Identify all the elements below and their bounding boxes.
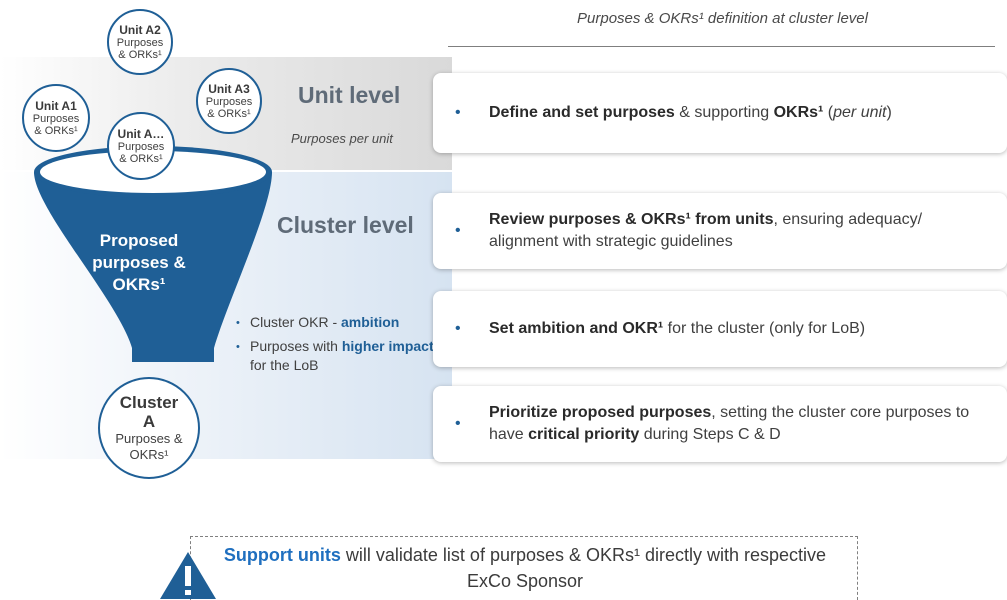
- funnel-line-3: OKRs¹: [112, 275, 166, 294]
- unit-name: Unit A…: [117, 127, 165, 141]
- unit-name: Unit A2: [119, 23, 161, 37]
- cluster-purposes: Purposes &: [115, 431, 183, 446]
- funnel-shape: [34, 146, 272, 362]
- bullet-text: Purposes with higher impact for the LoB: [250, 338, 434, 373]
- bullet-dot: •: [455, 104, 461, 121]
- funnel-label: Proposed purposes & OKRs¹: [70, 230, 208, 296]
- warning-icon: [160, 552, 216, 599]
- card-prioritize-purposes: • Prioritize proposed purposes, setting …: [433, 386, 1007, 462]
- cluster-bullets: • Cluster OKR - ambition • Purposes with…: [236, 313, 436, 379]
- bullet-dot: •: [455, 222, 461, 239]
- unit-level-title: Unit level: [298, 82, 401, 108]
- bullet-dot: •: [236, 317, 240, 329]
- unit-level-subtitle: Purposes per unit: [291, 131, 393, 146]
- bullet-dot: •: [455, 320, 461, 337]
- bullet-dot: •: [236, 341, 240, 353]
- header-divider: [448, 46, 995, 47]
- card-review-purposes: • Review purposes & OKRs¹ from units, en…: [433, 193, 1007, 269]
- unit-name: Unit A1: [35, 99, 77, 113]
- card-text: Prioritize proposed purposes, setting th…: [489, 404, 970, 443]
- unit-purposes: Purposes: [205, 96, 253, 108]
- unit-purposes: Purposes: [116, 37, 164, 49]
- card-text: Define and set purposes & supporting OKR…: [489, 104, 892, 121]
- callout-text: Support units will validate list of purp…: [223, 545, 827, 591]
- cluster-name: Cluster: [119, 393, 179, 412]
- cluster-okrs: OKRs¹: [129, 447, 169, 462]
- cluster-bullet: • Purposes with higher impact for the Lo…: [236, 337, 436, 375]
- unit-a2-circle: Unit A2 Purposes & ORKs¹: [107, 9, 173, 75]
- card-set-ambition: • Set ambition and OKR¹ for the cluster …: [433, 291, 1007, 367]
- cluster-a-circle: Cluster A Purposes & OKRs¹: [98, 377, 200, 479]
- header-title: Purposes & OKRs¹ definition at cluster l…: [577, 10, 868, 27]
- card-text: Set ambition and OKR¹ for the cluster (o…: [489, 320, 866, 337]
- card-define-purposes: • Define and set purposes & supporting O…: [433, 73, 1007, 153]
- bullet-dot: •: [455, 415, 461, 432]
- unit-purposes: Purposes: [117, 141, 165, 153]
- cluster-letter: A: [142, 412, 156, 431]
- funnel-line-2: purposes &: [92, 253, 186, 272]
- unit-a1-circle: Unit A1 Purposes & ORKs¹: [22, 84, 90, 152]
- unit-name: Unit A3: [208, 82, 250, 96]
- funnel-line-1: Proposed: [99, 231, 179, 250]
- cluster-level-title: Cluster level: [277, 212, 414, 238]
- unit-a-more-circle: Unit A… Purposes & ORKs¹: [107, 112, 175, 180]
- unit-okrs: & ORKs¹: [34, 125, 78, 137]
- unit-okrs: & ORKs¹: [118, 49, 162, 61]
- card-text: Review purposes & OKRs¹ from units, ensu…: [489, 211, 923, 250]
- unit-purposes: Purposes: [32, 113, 80, 125]
- unit-a3-circle: Unit A3 Purposes & ORKs¹: [196, 68, 262, 134]
- unit-okrs: & ORKs¹: [207, 108, 251, 120]
- cluster-bullet: • Cluster OKR - ambition: [236, 313, 436, 333]
- bullet-text: Cluster OKR - ambition: [250, 314, 400, 330]
- unit-okrs: & ORKs¹: [119, 153, 163, 165]
